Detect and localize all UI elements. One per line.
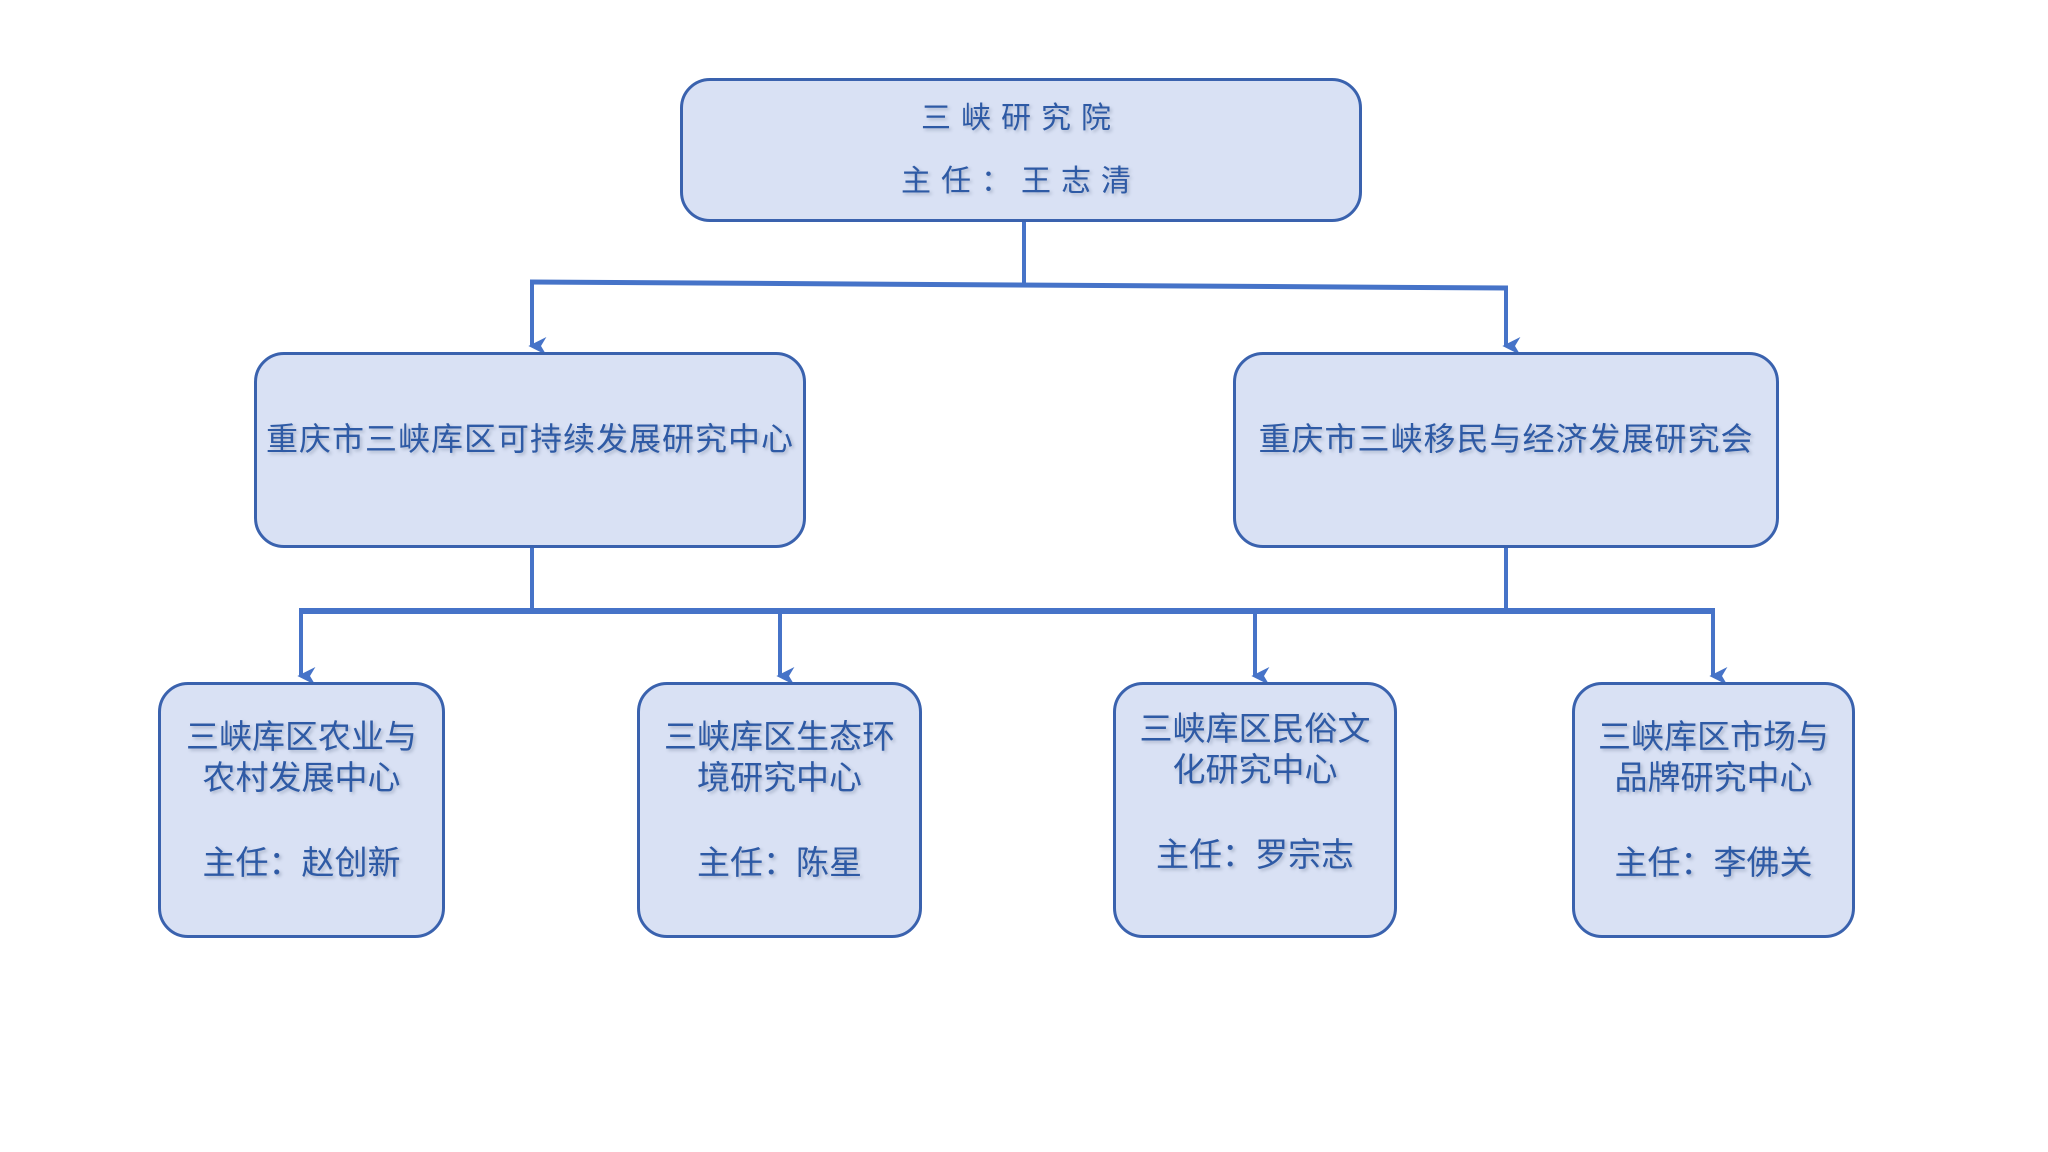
- org-node-title-line2: 农村发展中心: [202, 758, 401, 796]
- org-node-market-brand-center: 三峡库区市场与 品牌研究中心 主任：李佛关: [1572, 682, 1855, 938]
- org-node-title: 重庆市三峡移民与经济发展研究会: [1258, 421, 1754, 457]
- org-node-director: 主任：罗宗志: [1156, 835, 1354, 873]
- org-node-folk-culture-center: 三峡库区民俗文 化研究中心 主任：罗宗志: [1113, 682, 1397, 938]
- org-node-director: 主任：赵创新: [202, 843, 401, 881]
- org-node-title-line2: 化研究中心: [1172, 750, 1338, 788]
- org-node-sustainable-development-center: 重庆市三峡库区可持续发展研究中心: [254, 352, 806, 548]
- org-node-title-line2: 境研究中心: [697, 758, 862, 796]
- org-node-title-line1: 三峡库区农业与: [186, 718, 417, 755]
- org-node-title-line1: 三峡库区生态环: [664, 718, 895, 755]
- org-node-title: 三峡研究院: [921, 102, 1121, 135]
- org-node-director: 主任：李佛关: [1614, 843, 1813, 881]
- org-node-title-line1: 三峡库区市场与: [1598, 718, 1829, 755]
- org-node-root: 三峡研究院 主任：王志清: [680, 78, 1362, 222]
- org-node-migration-economy-society: 重庆市三峡移民与经济发展研究会: [1233, 352, 1779, 548]
- org-node-director: 主任：陈星: [697, 843, 862, 881]
- org-node-title: 重庆市三峡库区可持续发展研究中心: [265, 421, 794, 457]
- org-node-director: 主任：王志清: [901, 165, 1141, 198]
- org-node-ecology-environment-center: 三峡库区生态环 境研究中心 主任：陈星: [637, 682, 922, 938]
- org-node-agriculture-rural-center: 三峡库区农业与 农村发展中心 主任：赵创新: [158, 682, 445, 938]
- org-node-title-line1: 三峡库区民俗文: [1139, 710, 1371, 747]
- org-node-title-line2: 品牌研究中心: [1614, 758, 1813, 796]
